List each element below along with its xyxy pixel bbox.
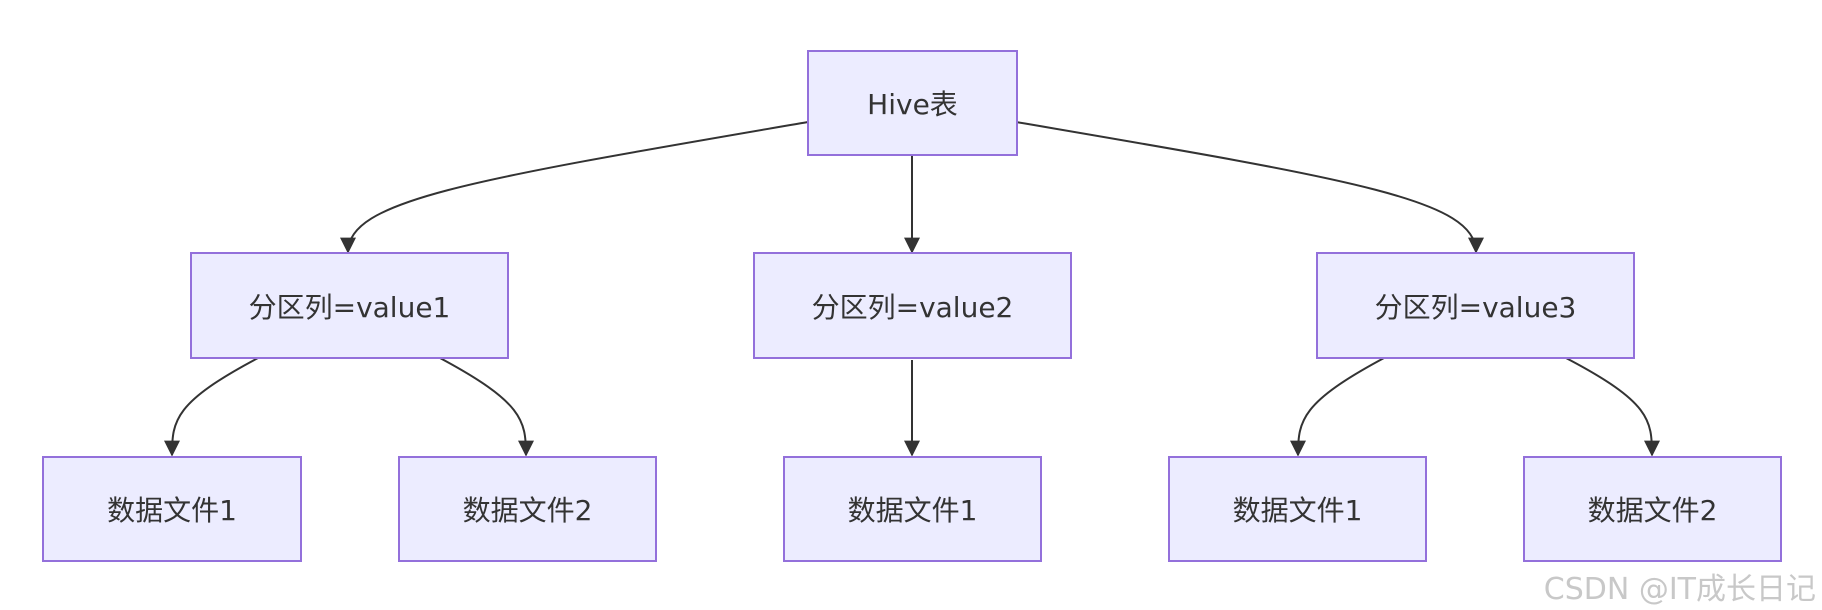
node-partition-1-file-1-label: 数据文件1 [107,494,237,527]
node-partition-3-file-2-label: 数据文件2 [1587,494,1718,527]
node-partition-2-file-1-label: 数据文件1 [847,494,978,527]
edge-partition-1-to-file-2 [439,357,534,457]
node-hive-table-label: Hive表 [867,88,958,121]
node-partition-3: 分区列=value3 [1316,252,1635,359]
node-partition-2-label: 分区列=value2 [811,290,1014,324]
edge-root-to-partition-1 [340,121,809,254]
edge-partition-3-to-file-2 [1565,357,1660,457]
edge-partition-3-to-file-1 [1290,357,1385,457]
node-partition-1-file-2: 数据文件2 [398,456,657,562]
node-partition-3-file-1: 数据文件1 [1168,456,1427,562]
node-partition-1-label: 分区列=value1 [248,290,451,324]
node-partition-3-file-2: 数据文件2 [1523,456,1782,562]
node-partition-1-file-2-label: 数据文件2 [462,494,593,527]
csdn-watermark: CSDN @IT成长日记 [1543,572,1816,607]
node-partition-2: 分区列=value2 [753,252,1072,359]
node-partition-2-file-1: 数据文件1 [783,456,1042,562]
edge-partition-1-to-file-1 [164,357,259,457]
node-partition-3-label: 分区列=value3 [1374,290,1577,324]
node-partition-3-file-1-label: 数据文件1 [1232,494,1363,527]
node-hive-table: Hive表 [807,50,1018,156]
edge-root-to-partition-3 [1015,121,1484,254]
node-partition-1-file-1: 数据文件1 [42,456,302,562]
node-partition-1: 分区列=value1 [190,252,509,359]
